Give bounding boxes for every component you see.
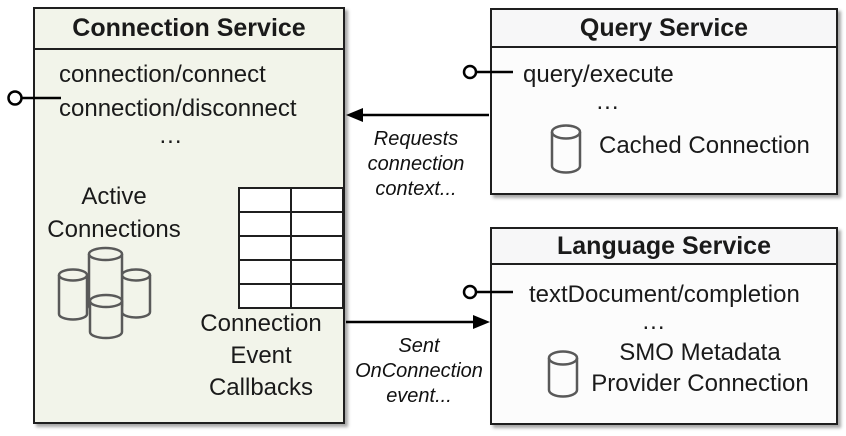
callbacks-line3: Callbacks [208,374,314,401]
table-grid-icon [238,187,344,309]
connection-event-callbacks-label: Connection Event Callbacks [185,308,337,404]
language-service-title: Language Service [492,229,836,265]
callbacks-line2: Event [230,342,292,369]
smo-metadata-provider-label: SMO Metadata Provider Connection [580,337,820,399]
method-connection-disconnect: connection/disconnect [59,95,297,122]
methods-ellipsis: ... [159,122,183,149]
method-connection-connect: connection/connect [59,61,266,88]
active-connections-label: Active Connections [39,180,189,246]
connection-service-box: Connection Service connection/connect co… [33,7,345,424]
method-query-execute: query/execute [523,61,674,88]
requests-line3: context... [375,178,457,200]
requests-line1: Requests [373,128,459,150]
language-service-methods: textDocument/completion ... [529,278,800,335]
sent-line2: OnConnection [355,360,483,382]
query-service-methods: query/execute ... [523,58,693,115]
connection-service-title: Connection Service [35,9,343,50]
query-service-title: Query Service [492,10,836,48]
cached-connection-label: Cached Connection [599,132,810,159]
sent-line3: event... [386,385,452,407]
callbacks-line1: Connection [200,310,322,337]
database-cylinder-icon [550,124,582,174]
database-cylinder-icon [547,350,579,398]
query-service-box: Query Service query/execute ... Cached C… [490,8,838,195]
smo-line2: Provider Connection [591,370,809,397]
requests-connection-context-label: Requests connection context... [352,127,480,202]
smo-line1: SMO Metadata [619,339,781,366]
language-methods-ellipsis: ... [642,308,666,335]
sent-line1: Sent [398,335,440,357]
requests-line2: connection [367,153,465,175]
sent-onconnection-event-label: Sent OnConnection event... [350,334,488,409]
active-connections-line2: Connections [47,216,181,243]
database-cluster-icon [57,246,152,340]
sent-arrow [346,315,490,329]
query-methods-ellipsis: ... [596,88,620,115]
connection-service-methods: connection/connect connection/disconnect… [59,58,297,149]
active-connections-line1: Active [81,183,147,210]
method-textdocument-completion: textDocument/completion [529,281,800,308]
requests-arrow [346,108,489,122]
language-service-box: Language Service textDocument/completion… [490,227,838,425]
